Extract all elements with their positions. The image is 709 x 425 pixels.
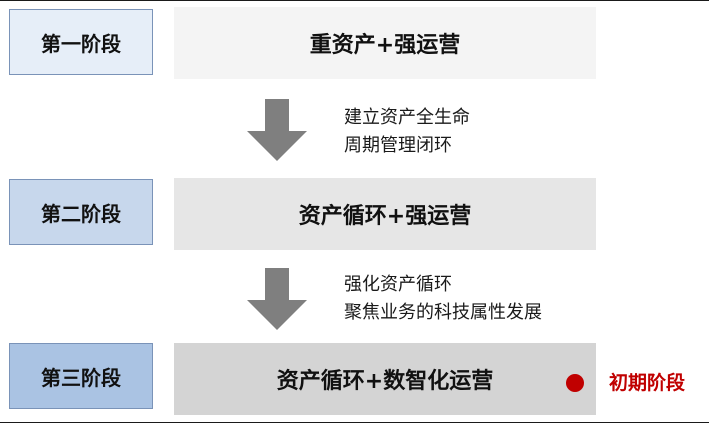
- stage-3-title: 资产循环+数智化运营: [174, 343, 596, 415]
- current-stage-dot-icon: [566, 374, 584, 392]
- top-rule: [0, 0, 709, 1]
- transition-1-note: 建立资产全生命 周期管理闭环: [344, 104, 470, 160]
- transition-2-line-1: 强化资产循环: [344, 274, 452, 295]
- down-arrow-icon: [247, 268, 307, 330]
- transition-2-note: 强化资产循环 聚焦业务的科技属性发展: [344, 271, 542, 327]
- current-stage-text: 初期阶段: [609, 372, 686, 394]
- transition-2-line-2: 聚焦业务的科技属性发展: [344, 302, 542, 323]
- down-arrow-icon: [247, 99, 307, 161]
- transition-1-line-1: 建立资产全生命: [344, 107, 470, 128]
- stage-1-label: 第一阶段: [9, 9, 153, 75]
- stage-1-title: 重资产+强运营: [174, 7, 596, 79]
- stage-2-label: 第二阶段: [9, 179, 153, 245]
- stage-2-title: 资产循环+强运营: [174, 178, 596, 250]
- bottom-rule: [0, 422, 709, 423]
- transition-1-line-2: 周期管理闭环: [344, 135, 452, 156]
- stage-3-label: 第三阶段: [9, 343, 153, 409]
